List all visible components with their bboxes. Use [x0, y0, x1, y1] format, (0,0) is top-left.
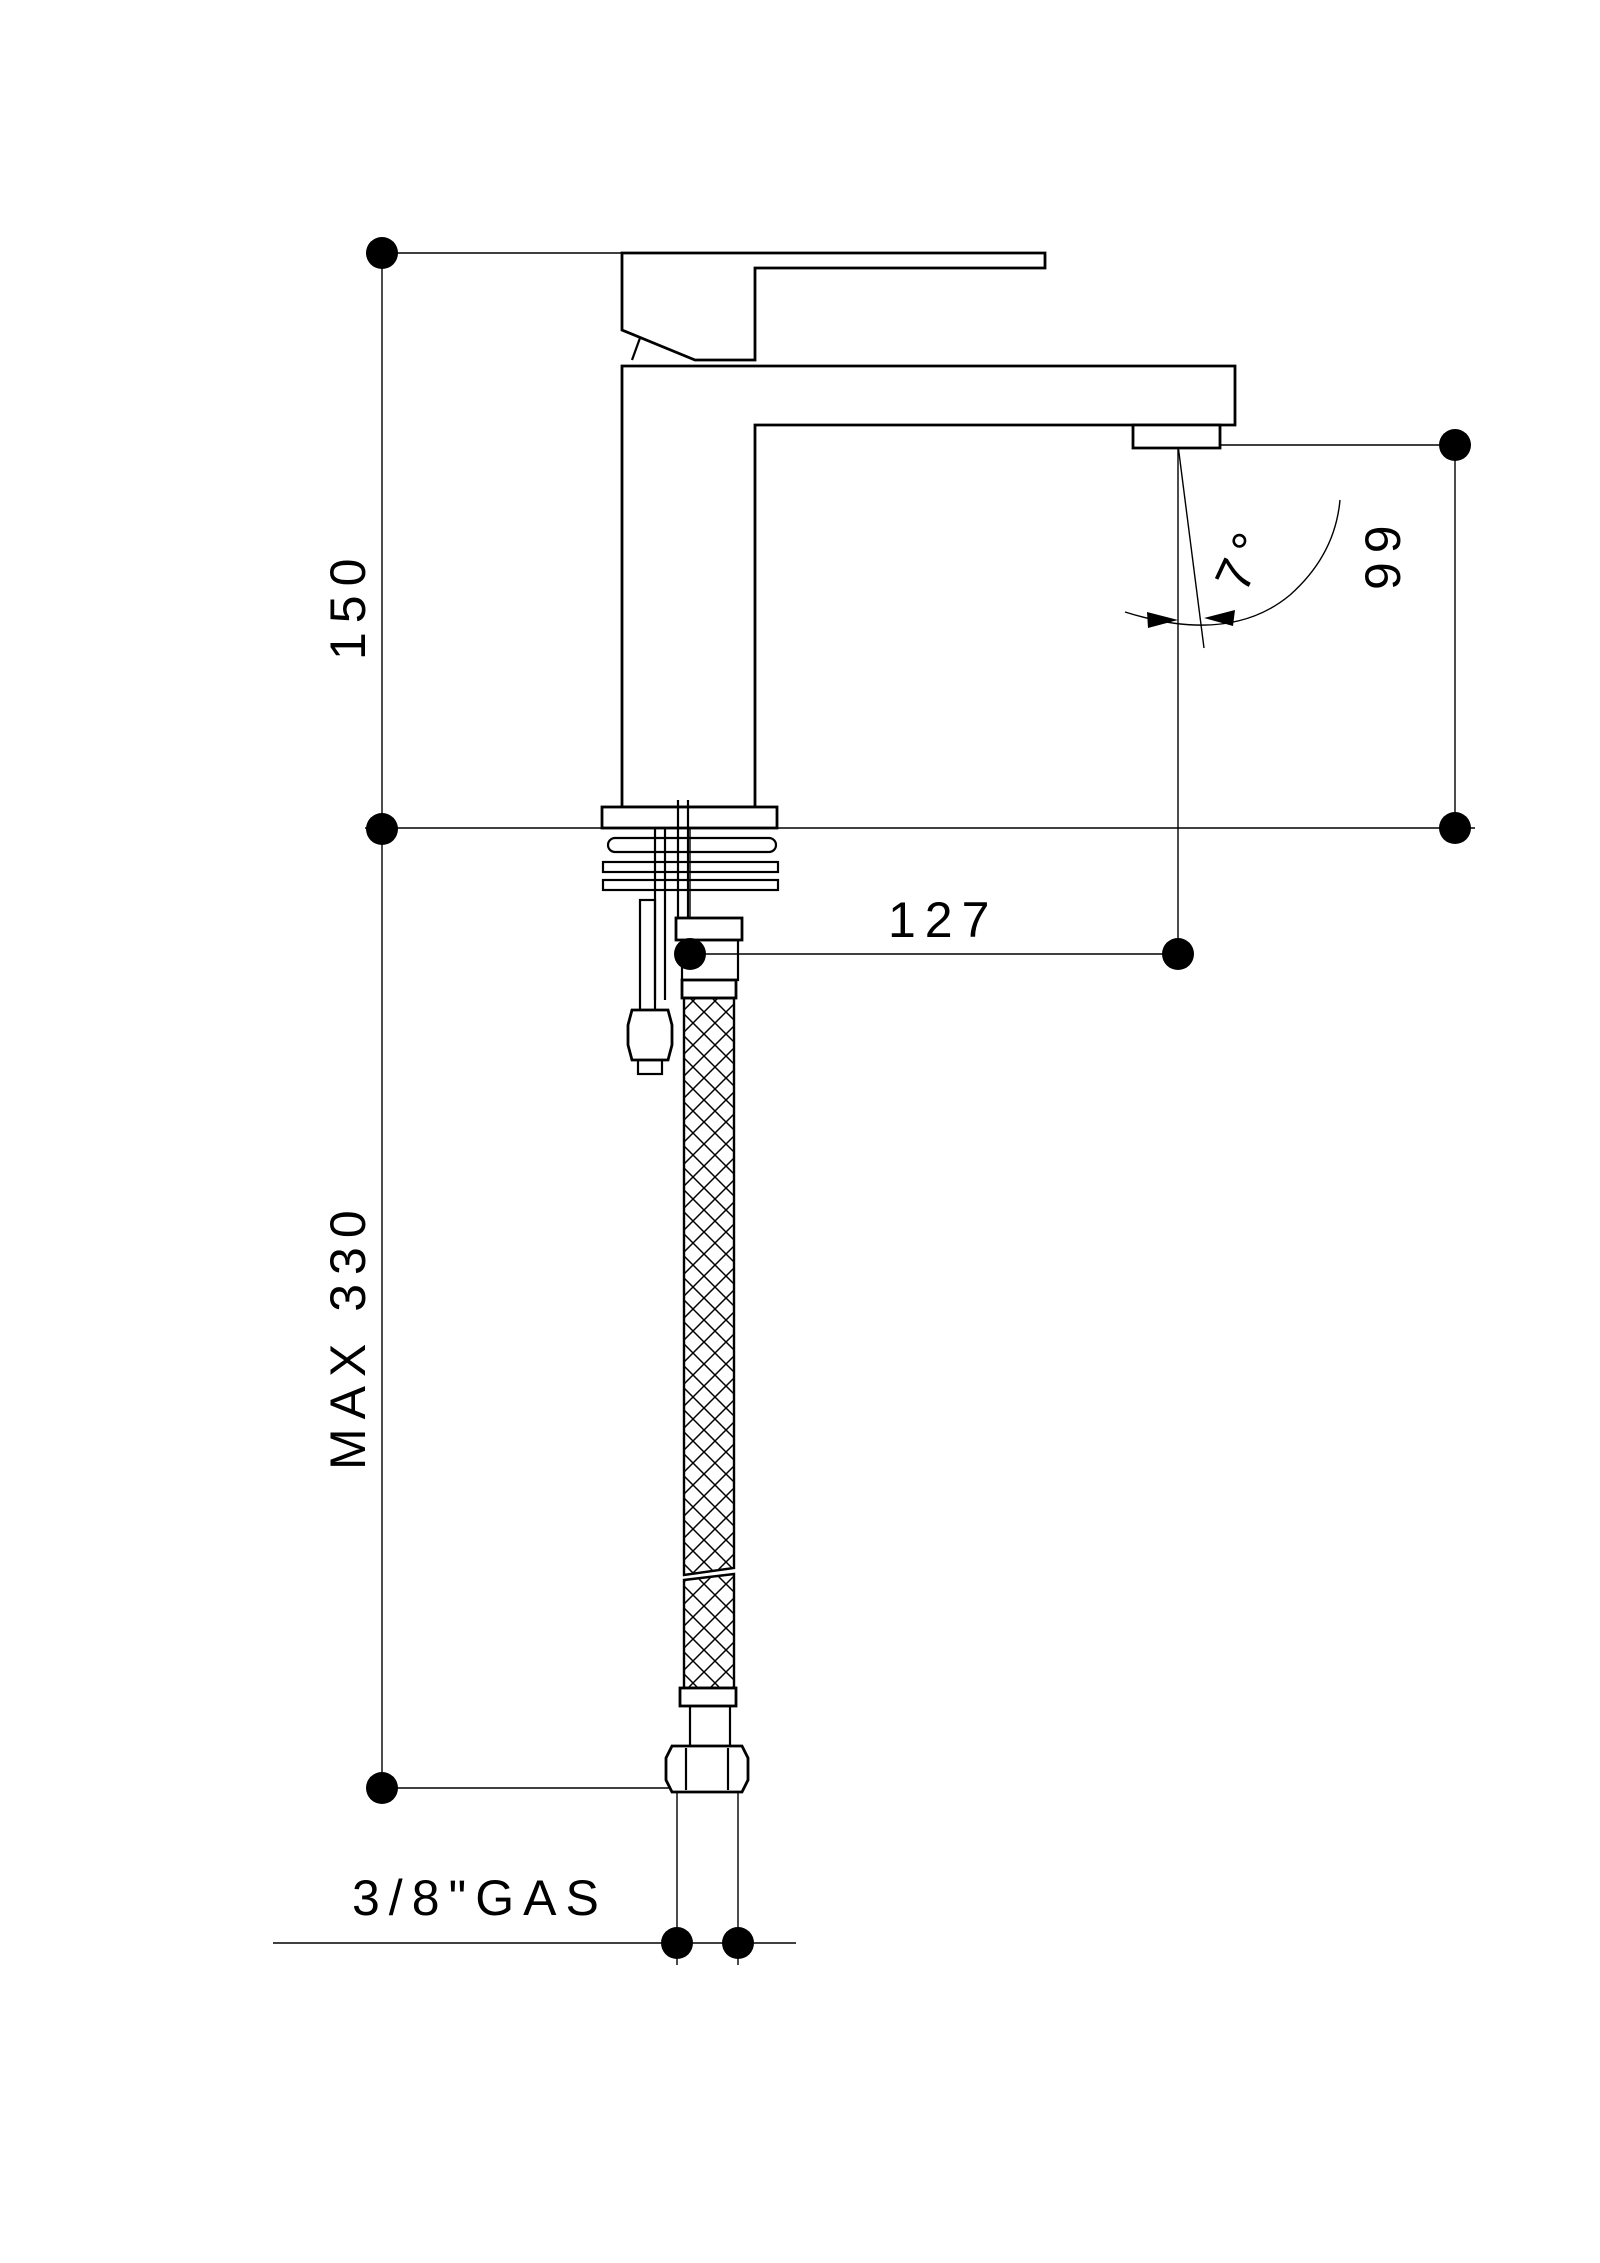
dimension-markers [366, 237, 1471, 1959]
dim-dot [722, 1927, 754, 1959]
mounting-rod [626, 898, 674, 1076]
dim-dot [674, 938, 706, 970]
dimension-lines [273, 252, 1475, 1965]
base-flange [600, 805, 779, 830]
dim-dot [366, 237, 398, 269]
dim-label-spout-reach: 127 [888, 892, 998, 948]
flexible-hose [664, 916, 750, 1794]
aerator [1131, 423, 1222, 450]
lever-handle [620, 251, 1047, 362]
dim-label-total-height: 150 [320, 550, 376, 660]
dim-dot [1439, 812, 1471, 844]
dim-label-spout-height: 99 [1355, 516, 1411, 590]
dim-label-thread: 3/8"GAS [352, 1870, 608, 1926]
dim-dot [1439, 429, 1471, 461]
dim-dot [366, 1772, 398, 1804]
dim-dot [661, 1927, 693, 1959]
dim-label-spout-angle: 7° [1204, 516, 1283, 599]
dim-label-hose-length: MAX 330 [320, 1201, 376, 1470]
dim-dot [1162, 938, 1194, 970]
hose-end-nut [664, 1744, 750, 1794]
dim-dot [366, 813, 398, 845]
faucet-body [600, 251, 1237, 1000]
